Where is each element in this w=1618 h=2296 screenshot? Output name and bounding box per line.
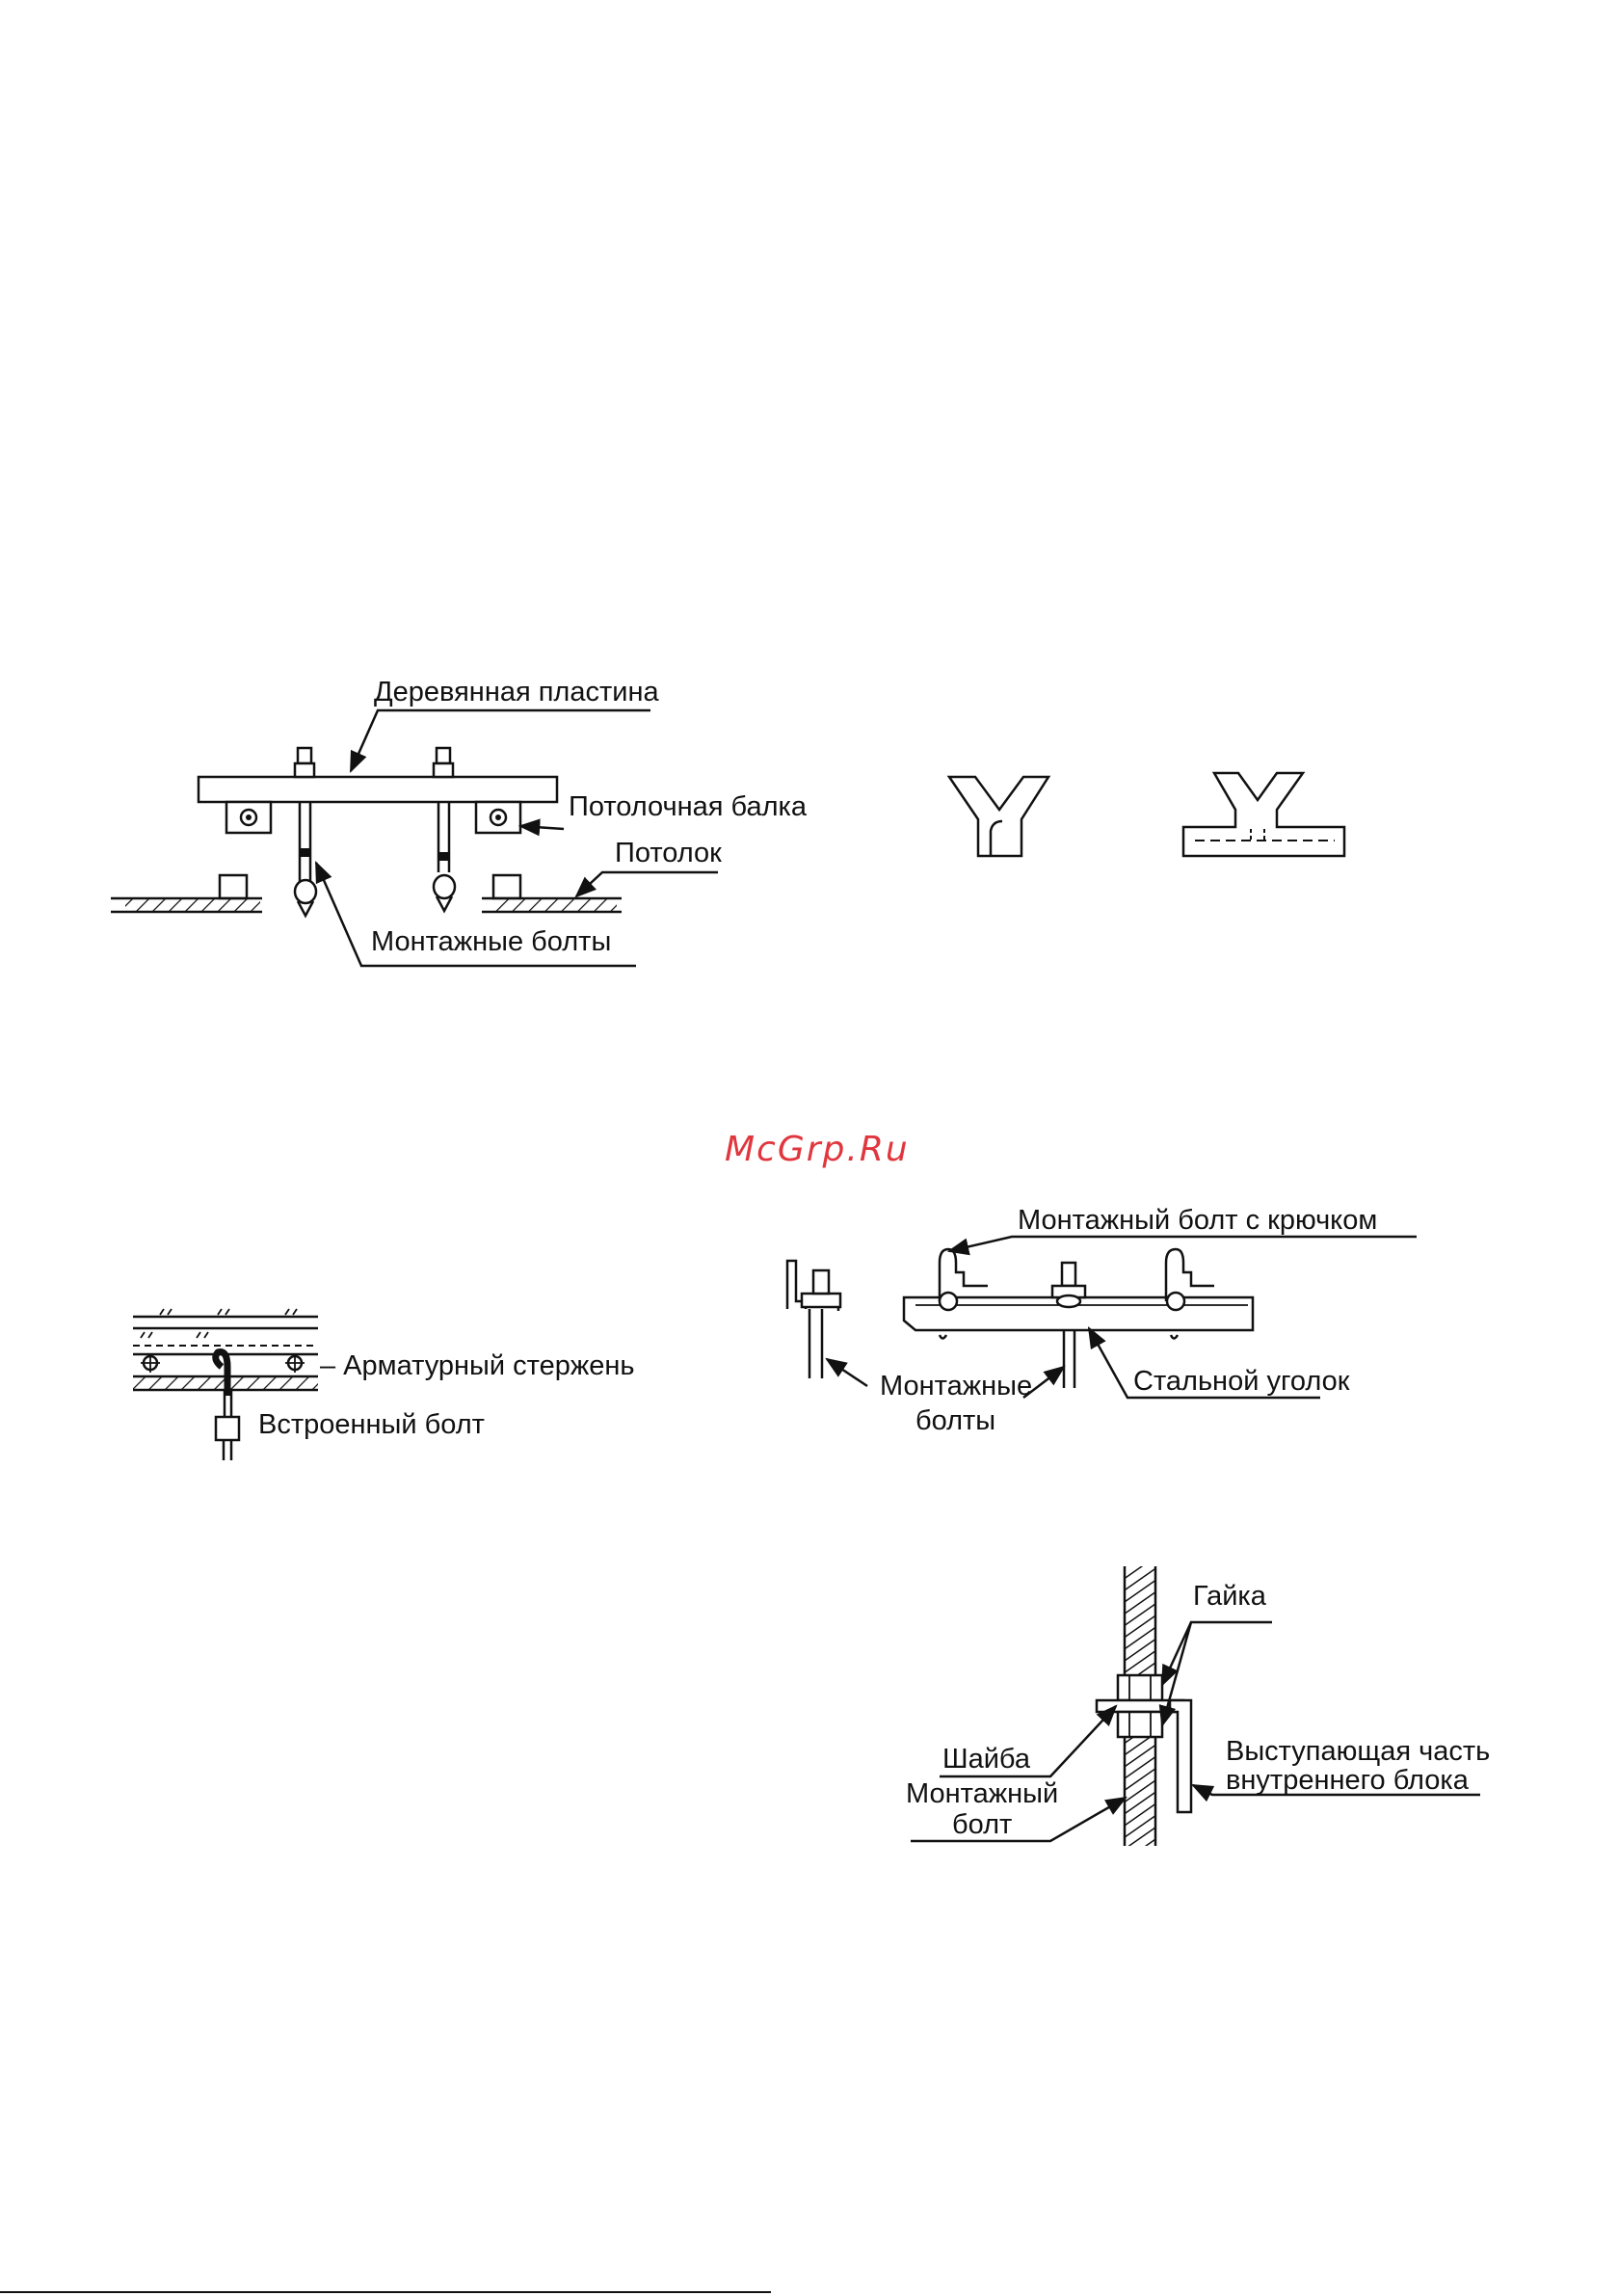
label-steel-angle: Стальной уголок — [1133, 1366, 1350, 1397]
rebar-left — [141, 1353, 160, 1373]
label-mount-bolt-2: болт — [952, 1809, 1012, 1840]
ceiling-beam-left — [226, 802, 271, 833]
label-ceiling: Потолок — [615, 838, 722, 868]
label-hook-bolt: Монтажный болт с крючком — [1018, 1205, 1377, 1236]
label-mount-bolt-1: Монтажный — [906, 1778, 1058, 1809]
nut-lower — [1118, 1712, 1162, 1737]
label-nut: Гайка — [1193, 1581, 1267, 1612]
hanger-side — [1183, 773, 1344, 856]
figure-embedded-bolt: – Арматурный стержень Встроенный болт — [133, 1309, 634, 1460]
center-bolt — [1052, 1263, 1085, 1388]
label-protruding-2: внутреннего блока — [1226, 1765, 1470, 1796]
figure-bolt-hangers — [949, 773, 1344, 856]
label-wood-plate: Деревянная пластина — [374, 677, 659, 707]
unit-bracket — [1170, 1700, 1191, 1812]
nut-upper — [1118, 1675, 1162, 1700]
label-mount-bolts-2: болты — [915, 1405, 995, 1436]
rebar-right — [285, 1353, 305, 1373]
mount-bolt-left — [295, 748, 316, 916]
embedded-bolt-body — [216, 1417, 239, 1440]
ceiling-beam-right — [476, 802, 520, 833]
figure-hook-bolt-steel-angle: Монтажный болт с крючком Монтажные болты… — [787, 1205, 1417, 1436]
ceiling-left — [111, 875, 262, 912]
label-protruding-1: Выступающая часть — [1226, 1736, 1490, 1767]
left-bolt-assembly — [787, 1261, 840, 1378]
mount-bolt-right — [434, 748, 455, 911]
label-washer: Шайба — [942, 1744, 1031, 1775]
ceiling-right — [482, 875, 622, 912]
watermark: McGrp.Ru — [725, 1130, 910, 1169]
wood-plate — [199, 777, 557, 802]
label-embedded-bolt: Встроенный болт — [258, 1409, 485, 1440]
label-ceiling-beam: Потолочная балка — [569, 791, 808, 822]
figure-wood-plate-mounting: Деревянная пластина Потолочная балка Пот… — [111, 677, 808, 966]
figure-nut-washer-bolt: Гайка Шайба Монтажный болт Выступающая ч… — [906, 1566, 1490, 1846]
label-mount-bolts-1: Монтажные — [880, 1371, 1032, 1402]
hanger-front — [949, 777, 1048, 856]
label-rebar: – Арматурный стержень — [320, 1350, 634, 1381]
label-mount-bolts: Монтажные болты — [371, 926, 611, 957]
